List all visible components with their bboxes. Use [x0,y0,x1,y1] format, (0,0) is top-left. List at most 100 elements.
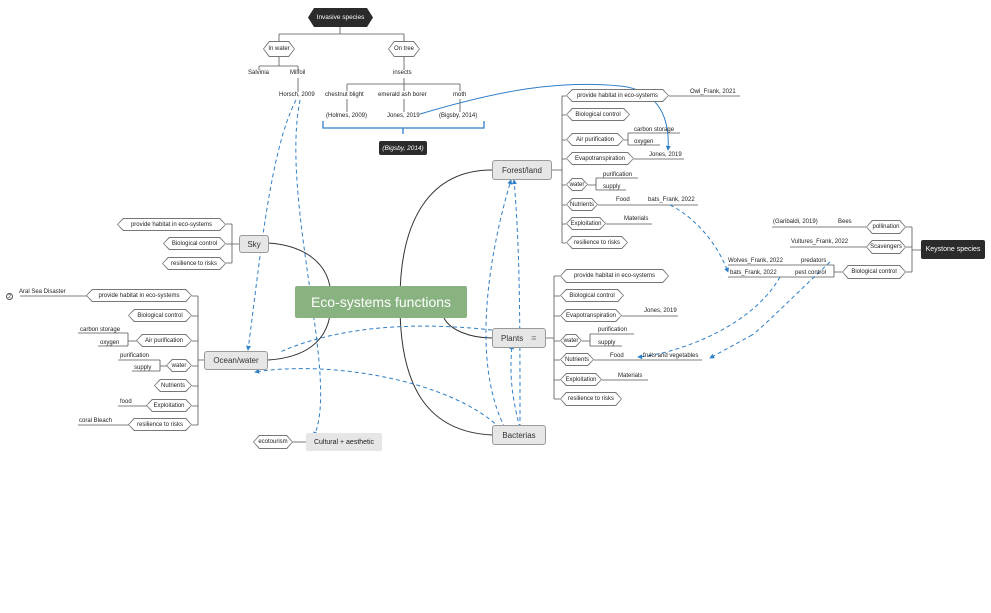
keystone-garibaldi: (Garibaldi, 2019) [773,219,818,225]
invasive-salvinia: Salvinia [248,70,270,76]
ocean-item-water-label: water [167,360,191,371]
keystone-bats: bats_Frank, 2022 [730,270,777,276]
ocean-item-habitat-label: provide habitat in eco-systems [87,290,191,301]
ocean-item-air-label: Air purification [137,335,191,346]
ocean-item-resilience-label: resilience to risks [129,419,191,430]
branch-sky[interactable]: Sky [239,235,269,253]
invasive-on-tree-label: On tree [389,42,419,56]
forest-item-air[interactable]: Air purification [566,133,624,146]
plants-item-nutrients-label: Nutrients [561,354,593,365]
plants-item-evapo[interactable]: Evapotranspiration [560,309,622,322]
central-topic[interactable]: Eco-systems functions [295,286,467,318]
forest-item-habitat[interactable]: provide habitat in eco-systems [566,89,669,102]
branch-forest[interactable]: Forest/land [492,160,552,180]
forest-label-owl: Owl_Frank, 2021 [690,89,736,95]
keystone-species-root[interactable]: Keystone species [921,240,985,259]
forest-item-habitat-label: provide habitat in eco-systems [567,90,668,101]
plants-item-exploitation-label: Exploitation [561,374,601,385]
forest-item-exploitation[interactable]: Exploitation [566,217,606,230]
keystone-wolves: Wolves_Frank, 2022 [728,258,783,264]
branch-plants-label: Plants [501,333,524,343]
plants-label-jones: Jones, 2019 [644,308,677,314]
ocean-item-bio-control-label: Biological control [129,310,191,321]
plants-item-habitat[interactable]: provide habitat in eco-systems [560,269,669,283]
invasive-horsch: Horsch, 2009 [279,92,315,98]
forest-item-resilience[interactable]: resilience to risks [566,236,628,249]
plants-item-water-label: water [561,335,581,346]
ocean-item-exploitation-label: Exploitation [147,400,191,411]
keystone-scavengers-label: Scavengers [867,241,905,253]
plants-item-resilience[interactable]: resilience to risks [560,392,622,406]
plants-label-materials: Materials [618,373,643,379]
ocean-label-aral: Aral Sea Disaster [19,289,66,295]
keystone-pollination[interactable]: pollination [866,220,906,234]
invasive-chestnut: chestnut blight [325,92,364,98]
keystone-bio-control[interactable]: Biological control [842,265,906,279]
ocean-item-resilience[interactable]: resilience to risks [128,418,192,431]
invasive-summary[interactable]: (Bigsby, 2014) [379,141,427,155]
branch-bacterias[interactable]: Bacterias [492,425,546,445]
ocean-item-exploitation[interactable]: Exploitation [146,399,192,412]
forest-item-water-label: water [567,179,587,190]
cultural-aesthetic-node[interactable]: Cultural + aesthetic [306,433,382,451]
sky-item-resilience-label: resilience to risks [163,258,225,269]
invasive-on-tree[interactable]: On tree [388,41,420,57]
sky-item-bio-control[interactable]: Biological control [163,237,226,250]
sky-item-habitat[interactable]: provide habitat in eco-systems [117,218,226,231]
keystone-predators: predators [801,258,827,264]
branch-plants[interactable]: Plants ≡ [492,328,546,348]
invasive-holmes: (Holmes, 2009) [326,113,368,119]
ocean-label-coral: coral Bleach [79,418,113,424]
forest-item-bio-control-label: Biological control [567,109,629,120]
forest-label-oxygen: oxygen [634,139,654,145]
plants-item-exploitation[interactable]: Exploitation [560,373,602,386]
ocean-label-food: food [120,399,132,405]
ocean-item-water[interactable]: water [166,359,192,372]
ocean-label-oxygen: oxygen [100,340,120,346]
keystone-scavengers[interactable]: Scavengers [866,240,906,254]
plants-label-fruits: fruits and vegetables [643,353,699,359]
forest-item-resilience-label: resilience to risks [567,237,627,248]
invasive-milfoil: Milfoil [290,70,306,76]
forest-item-water[interactable]: water [566,178,588,191]
forest-item-evapo-label: Evapotranspiration [567,153,633,164]
ocean-item-nutrients[interactable]: Nutrients [154,379,192,392]
forest-item-air-label: Air purification [567,134,623,145]
plants-item-bio-control-label: Biological control [561,290,623,301]
forest-item-bio-control[interactable]: Biological control [566,108,630,121]
plants-item-bio-control[interactable]: Biological control [560,289,624,302]
invasive-emerald: emerald ash borer [378,92,427,98]
plants-item-water[interactable]: water [560,334,582,347]
sky-item-habitat-label: provide habitat in eco-systems [118,219,225,230]
ocean-item-air[interactable]: Air purification [136,334,192,347]
ocean-item-habitat[interactable]: provide habitat in eco-systems [86,289,192,302]
keystone-vultures: Vultures_Frank, 2022 [791,239,849,245]
ocean-item-bio-control[interactable]: Biological control [128,309,192,322]
invasive-jones: Jones, 2019 [387,113,420,119]
invasive-species-root-label: Invasive species [309,9,372,26]
keystone-bio-control-label: Biological control [843,266,905,278]
ecotourism-node-label: ecotourism [254,436,292,448]
invasive-species-root[interactable]: Invasive species [308,8,373,27]
plants-label-supply: supply [598,340,616,346]
sky-item-resilience[interactable]: resilience to risks [162,257,226,270]
forest-item-nutrients[interactable]: Nutrients [566,198,598,211]
ocean-label-purification: purification [120,353,150,359]
forest-item-evapo[interactable]: Evapotranspiration [566,152,634,165]
ocean-note-count-badge[interactable]: 2 [6,293,13,300]
forest-label-supply: supply [603,184,621,190]
plants-label-food: Food [610,353,624,359]
ecotourism-node[interactable]: ecotourism [253,435,293,449]
ocean-item-nutrients-label: Nutrients [155,380,191,391]
ocean-label-supply: supply [134,365,152,371]
plants-item-nutrients[interactable]: Nutrients [560,353,594,366]
forest-item-nutrients-label: Nutrients [567,199,597,210]
branch-ocean[interactable]: Ocean/water [204,351,268,370]
sky-item-bio-control-label: Biological control [164,238,225,249]
keystone-pollination-label: pollination [867,221,905,233]
plants-item-evapo-label: Evapotranspiration [561,310,621,321]
invasive-insects: insects [393,70,412,76]
invasive-in-water[interactable]: In water [263,41,295,57]
invasive-in-water-label: In water [264,42,294,56]
